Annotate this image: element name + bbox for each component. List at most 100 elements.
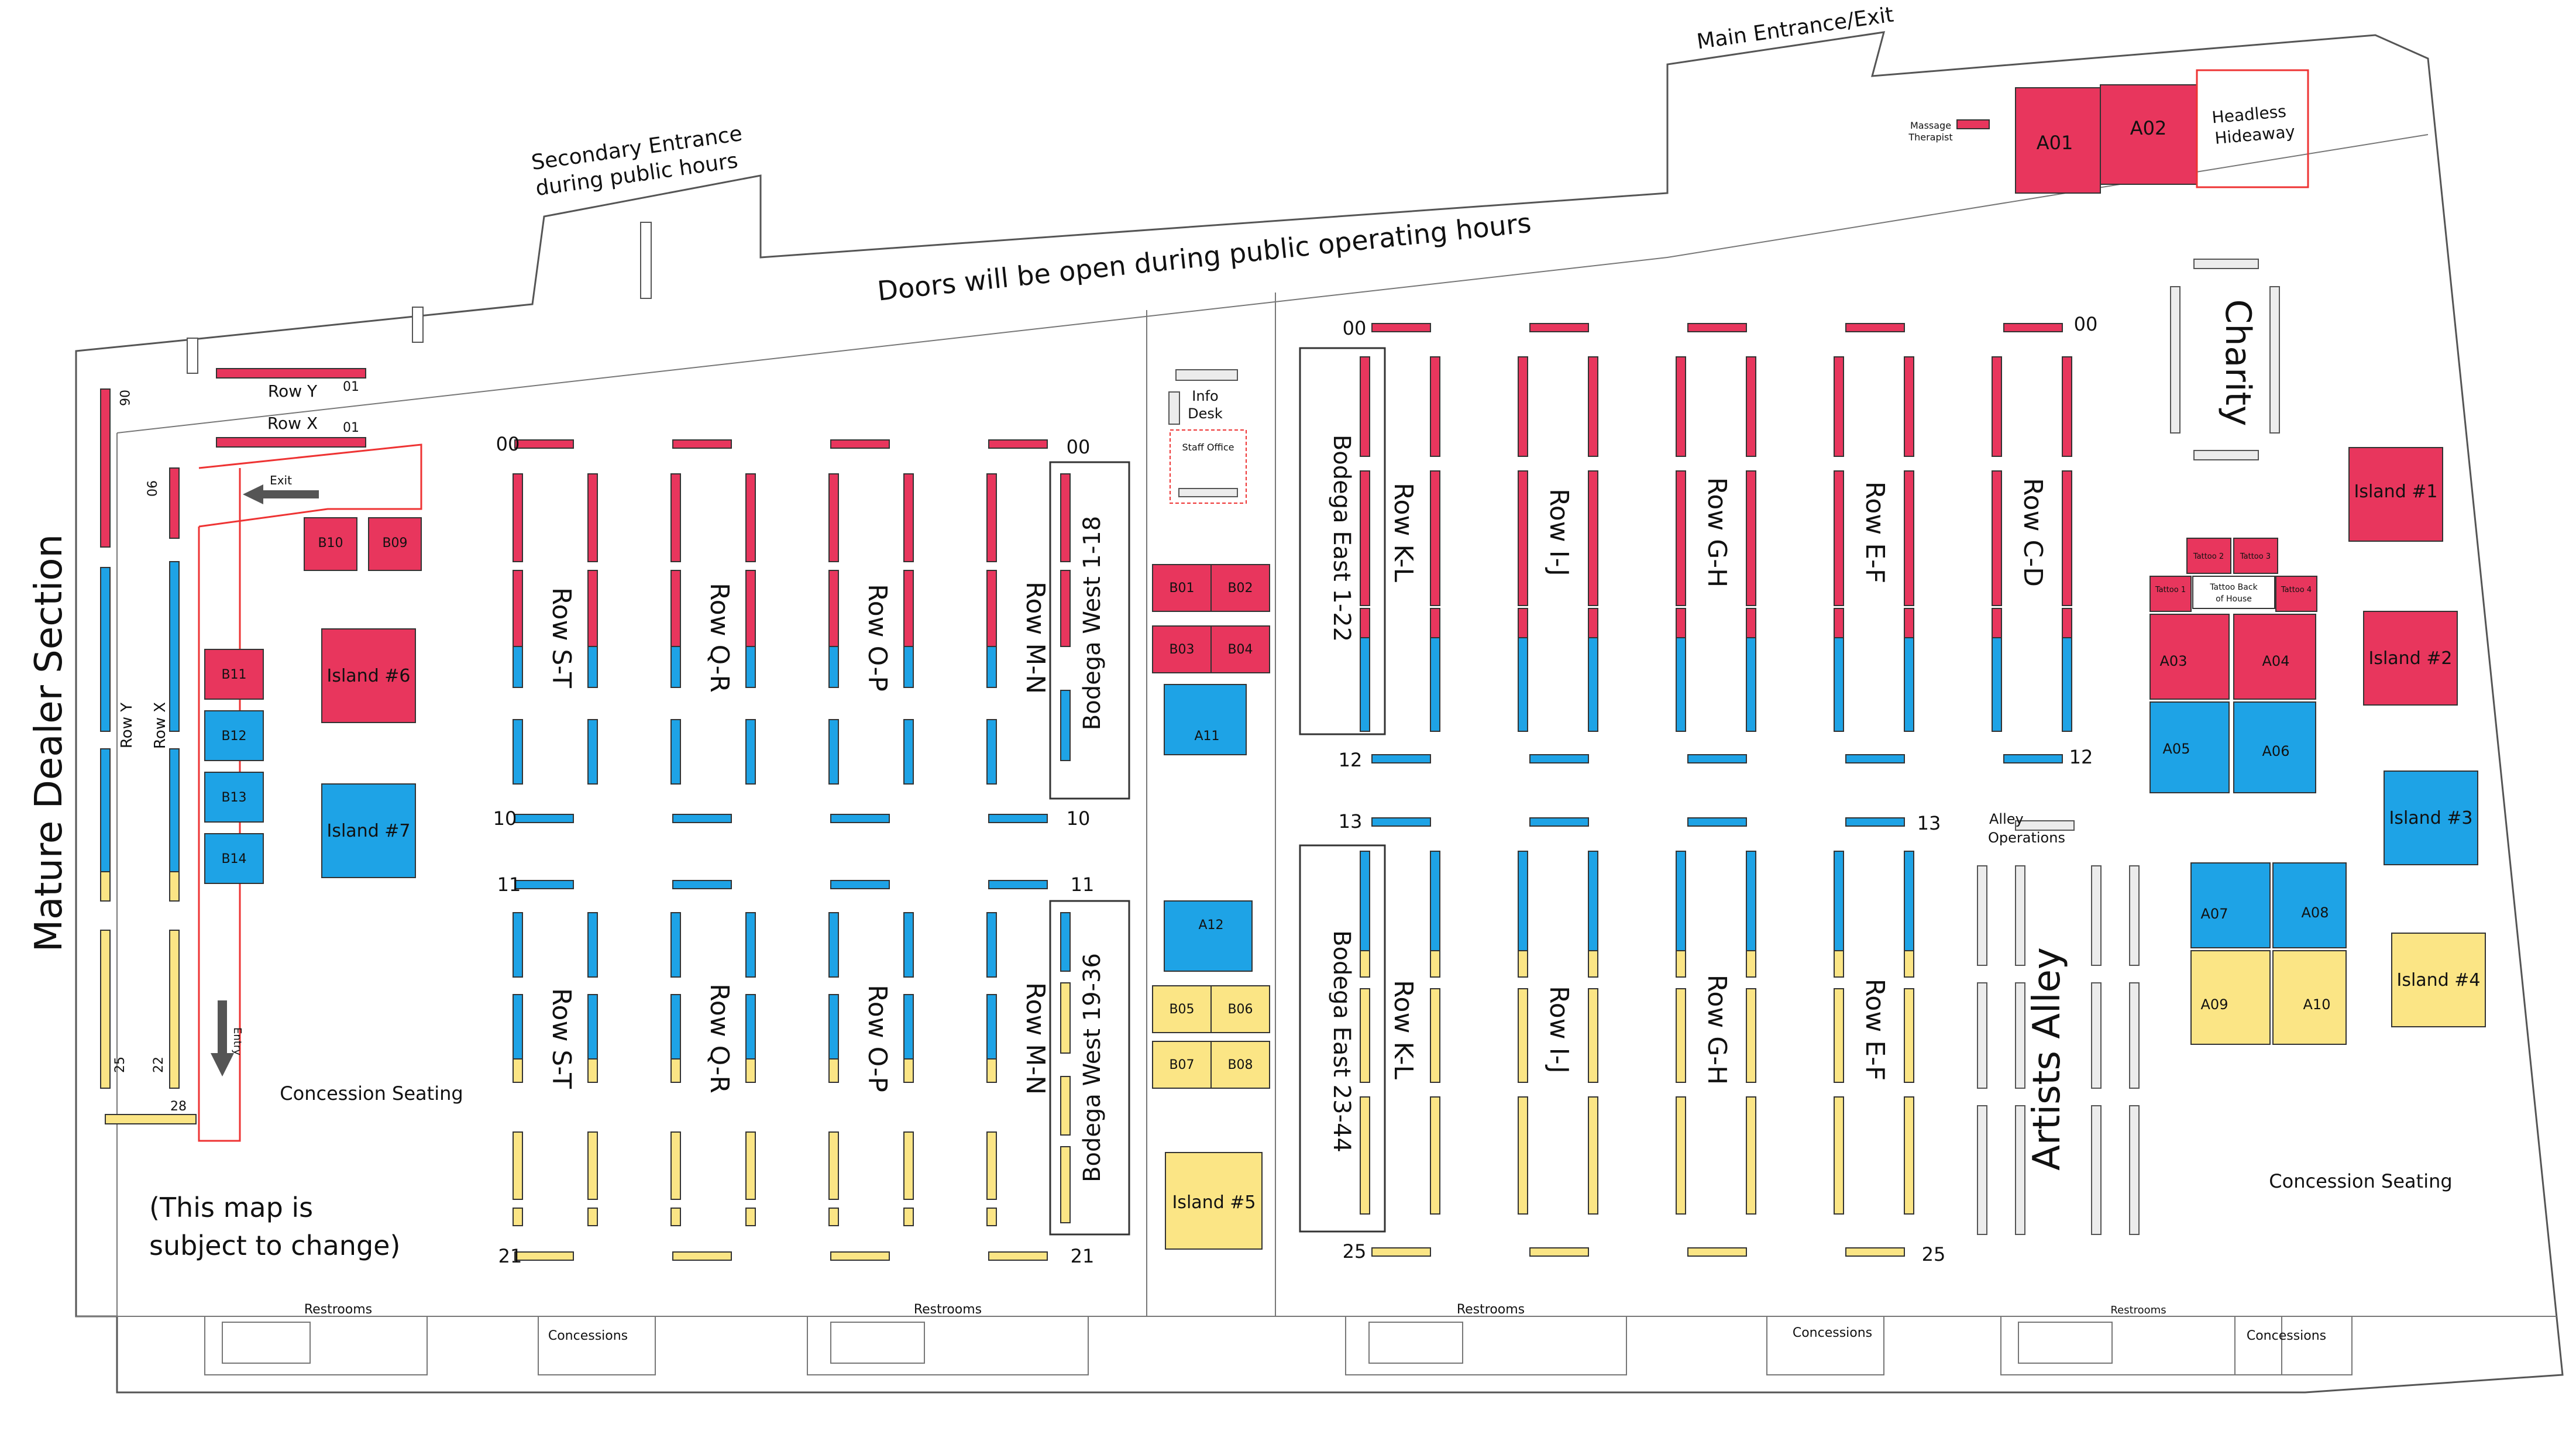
vendor-table-column[interactable] <box>745 719 756 785</box>
vendor-table-column[interactable] <box>1992 470 2002 606</box>
vendor-table-column[interactable] <box>1588 470 1598 606</box>
island-5[interactable] <box>1165 1152 1263 1250</box>
vendor-table-column[interactable] <box>1904 988 1914 1083</box>
booth-b03[interactable] <box>1152 625 1212 673</box>
vendor-table-column[interactable] <box>745 912 756 978</box>
vendor-table-column[interactable] <box>587 719 598 785</box>
vendor-table-column[interactable] <box>1676 851 1686 951</box>
row-end-table-bottom[interactable] <box>1529 1247 1589 1257</box>
row-end-table-bottom[interactable] <box>830 1251 890 1261</box>
vendor-table-column[interactable] <box>903 1131 914 1200</box>
vendor-table-column[interactable] <box>745 994 756 1060</box>
charity-table-bottom[interactable] <box>2193 450 2259 460</box>
vendor-table-column[interactable] <box>670 646 681 688</box>
vendor-table-column[interactable] <box>903 719 914 785</box>
vendor-table-column[interactable] <box>1518 988 1528 1083</box>
vendor-table-column[interactable] <box>587 646 598 688</box>
vendor-table-column[interactable] <box>1904 851 1914 951</box>
vendor-table-column[interactable] <box>1904 950 1914 978</box>
artist-table-column[interactable] <box>2091 865 2102 966</box>
row-end-table[interactable] <box>514 814 574 823</box>
booth-a01[interactable] <box>2015 87 2101 194</box>
vendor-table-column[interactable] <box>745 570 756 647</box>
row-y-tables[interactable] <box>216 368 366 379</box>
vendor-table-column[interactable] <box>1746 988 1756 1083</box>
vendor-table-column[interactable] <box>1904 608 1914 638</box>
island-7[interactable] <box>321 783 416 878</box>
vendor-table-column[interactable] <box>1676 470 1686 606</box>
booth-b13[interactable] <box>204 772 264 823</box>
vendor-table-column[interactable] <box>986 994 997 1060</box>
island-4[interactable] <box>2391 933 2486 1027</box>
vendor-table-column[interactable] <box>1992 637 2002 732</box>
row-y-blue-segment-2[interactable] <box>100 748 111 872</box>
vendor-table-column[interactable] <box>986 473 997 562</box>
vendor-table-column[interactable] <box>903 570 914 647</box>
charity-table-top[interactable] <box>2193 259 2259 269</box>
vendor-table-column[interactable] <box>903 646 914 688</box>
artist-table-column[interactable] <box>2091 1105 2102 1235</box>
vendor-table-column[interactable] <box>1746 950 1756 978</box>
vendor-table-column[interactable] <box>1904 470 1914 606</box>
row-end-table-top[interactable] <box>1371 323 1431 332</box>
island-1[interactable] <box>2348 447 2443 542</box>
vendor-table-column[interactable] <box>1834 608 1844 638</box>
booth-a09[interactable] <box>2190 950 2271 1045</box>
booth-a07[interactable] <box>2190 862 2271 948</box>
row-x-blue-segment[interactable] <box>169 561 180 732</box>
vendor-table-column[interactable] <box>1676 1096 1686 1215</box>
vendor-table-column[interactable] <box>828 570 839 647</box>
artist-table-column[interactable] <box>2091 982 2102 1089</box>
row-y-yellow-segment[interactable] <box>100 871 111 902</box>
bodega-west-tables[interactable] <box>1060 690 1071 761</box>
vendor-table-column[interactable] <box>2062 356 2072 457</box>
row-end-table[interactable] <box>988 814 1048 823</box>
vendor-table-column[interactable] <box>513 1058 523 1083</box>
vendor-table-column[interactable] <box>670 570 681 647</box>
vendor-table-column[interactable] <box>1360 988 1370 1083</box>
row-end-table[interactable] <box>672 880 732 889</box>
row-end-table[interactable] <box>1687 754 1747 763</box>
vendor-table-column[interactable] <box>587 570 598 647</box>
booth-b04[interactable] <box>1210 625 1270 673</box>
vendor-table-column[interactable] <box>745 1131 756 1200</box>
vendor-table-column[interactable] <box>1588 988 1598 1083</box>
vendor-table-column[interactable] <box>1588 608 1598 638</box>
vendor-table-column[interactable] <box>828 1058 839 1083</box>
vendor-table-column[interactable] <box>1588 637 1598 732</box>
vendor-table-column[interactable] <box>670 473 681 562</box>
row-end-table-bottom[interactable] <box>988 1251 1048 1261</box>
vendor-table-column[interactable] <box>1588 851 1598 951</box>
vendor-table-column[interactable] <box>1834 1096 1844 1215</box>
vendor-table-column[interactable] <box>1430 988 1440 1083</box>
vendor-table-column[interactable] <box>986 570 997 647</box>
vendor-table-column[interactable] <box>1518 1096 1528 1215</box>
row-end-table[interactable] <box>2003 754 2063 763</box>
vendor-table-column[interactable] <box>1518 608 1528 638</box>
vendor-table-column[interactable] <box>986 1131 997 1200</box>
artist-table-column[interactable] <box>2129 1105 2140 1235</box>
vendor-table-column[interactable] <box>1430 608 1440 638</box>
vendor-table-column[interactable] <box>828 719 839 785</box>
vendor-table-column[interactable] <box>670 994 681 1060</box>
vendor-table-column[interactable] <box>1518 950 1528 978</box>
vendor-table-column[interactable] <box>986 1208 997 1226</box>
artist-table-column[interactable] <box>2015 1105 2025 1235</box>
vendor-table-column[interactable] <box>903 994 914 1060</box>
staff-office-table[interactable] <box>1178 488 1238 497</box>
row-end-table-top[interactable] <box>1529 323 1589 332</box>
vendor-table-column[interactable] <box>513 1131 523 1200</box>
vendor-table-column[interactable] <box>1430 851 1440 951</box>
booth-a05[interactable] <box>2149 701 2230 793</box>
vendor-table-column[interactable] <box>1360 950 1370 978</box>
vendor-table-column[interactable] <box>1746 1096 1756 1215</box>
vendor-table-column[interactable] <box>1746 356 1756 457</box>
tattoo-4-booth[interactable] <box>2275 576 2317 612</box>
vendor-table-column[interactable] <box>513 1208 523 1226</box>
vendor-table-column[interactable] <box>587 473 598 562</box>
row-end-table[interactable] <box>830 880 890 889</box>
vendor-table-column[interactable] <box>587 994 598 1060</box>
tattoo-back-of-house[interactable] <box>2192 576 2275 609</box>
vendor-table-column[interactable] <box>1834 470 1844 606</box>
booth-a10[interactable] <box>2272 950 2347 1045</box>
